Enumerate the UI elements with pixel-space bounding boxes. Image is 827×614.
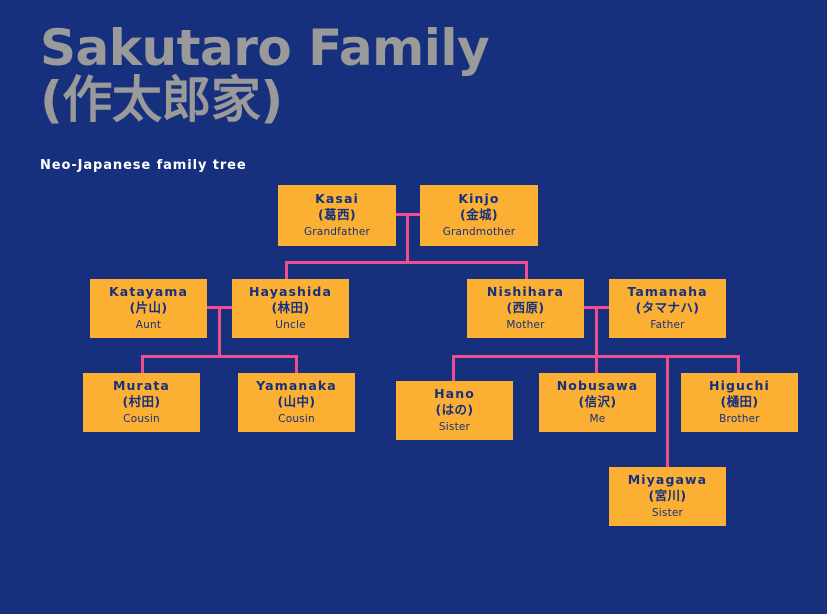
person-relation: Cousin [123, 412, 160, 425]
person-node-tamanaha[interactable]: Tamanaha(タマナハ) Father [609, 279, 726, 338]
connector-yamanaka-riser [295, 355, 298, 374]
person-name: Hayashida [248, 283, 332, 299]
person-node-yamanaka[interactable]: Yamanaka(山中) Cousin [238, 373, 355, 432]
person-node-nishihara[interactable]: Nishihara(西原) Mother [467, 279, 584, 338]
connector-murata-riser [141, 355, 144, 374]
connector-cousins-bar [141, 355, 298, 358]
person-relation: Brother [719, 412, 760, 425]
connector-miyagawa-riser [666, 355, 669, 468]
person-node-katayama[interactable]: Katayama(片山) Aunt [90, 279, 207, 338]
person-name: Kinjo [458, 190, 500, 206]
person-name: Murata [113, 377, 170, 393]
person-relation: Aunt [135, 318, 162, 331]
person-kana: (樋田) [720, 394, 759, 410]
person-kana: (林田) [271, 300, 310, 316]
page-title: Sakutaro Family (作太郎家) [40, 19, 490, 129]
person-node-nobusawa[interactable]: Nobusawa(信沢) Me [539, 373, 656, 432]
person-relation: Me [589, 412, 606, 425]
person-kana: (信沢) [578, 394, 617, 410]
connector-aunt-uncle-drop [218, 306, 221, 358]
person-name: Nobusawa [556, 377, 639, 393]
person-relation: Cousin [278, 412, 315, 425]
person-name: Katayama [109, 283, 188, 299]
person-name: Higuchi [709, 377, 770, 393]
person-relation: Mother [506, 318, 545, 331]
connector-higuchi-riser [737, 355, 740, 374]
person-node-kinjo[interactable]: Kinjo(金城) Grandmother [420, 185, 538, 246]
person-relation: Sister [438, 420, 471, 433]
person-name: Tamanaha [627, 283, 708, 299]
person-node-hayashida[interactable]: Hayashida(林田) Uncle [232, 279, 349, 338]
person-relation: Father [650, 318, 685, 331]
person-name: Yamanaka [256, 377, 337, 393]
person-kana: (宮川) [648, 488, 687, 504]
person-kana: (村田) [122, 394, 161, 410]
person-relation: Grandfather [303, 225, 371, 238]
person-relation: Sister [651, 506, 684, 519]
person-kana: (はの) [435, 402, 474, 418]
person-kana: (金城) [459, 207, 499, 223]
person-name: Miyagawa [627, 471, 708, 487]
person-node-higuchi[interactable]: Higuchi(樋田) Brother [681, 373, 798, 432]
person-kana: (タマナハ) [635, 300, 700, 316]
person-kana: (山中) [277, 394, 316, 410]
person-kana: (片山) [129, 300, 168, 316]
person-relation: Uncle [275, 318, 306, 331]
page-subtitle: Neo-Japanese family tree [40, 158, 247, 173]
connector-gen2-right-riser [525, 261, 528, 280]
connector-nobusawa-riser [595, 355, 598, 374]
person-node-murata[interactable]: Murata(村田) Cousin [83, 373, 200, 432]
connector-hano-riser [452, 355, 455, 382]
connector-gen2-bar [285, 261, 528, 264]
person-name: Nishihara [486, 283, 565, 299]
connector-grandparents-drop [406, 213, 409, 264]
person-node-hano[interactable]: Hano(はの) Sister [396, 381, 513, 440]
person-kana: (葛西) [317, 207, 357, 223]
connector-parents-drop [595, 306, 598, 358]
person-name: Kasai [315, 190, 359, 206]
person-kana: (西原) [506, 300, 545, 316]
connector-gen2-left-riser [285, 261, 288, 280]
person-name: Hano [434, 385, 475, 401]
person-relation: Grandmother [442, 225, 516, 238]
person-node-miyagawa[interactable]: Miyagawa(宮川) Sister [609, 467, 726, 526]
person-node-kasai[interactable]: Kasai(葛西) Grandfather [278, 185, 396, 246]
